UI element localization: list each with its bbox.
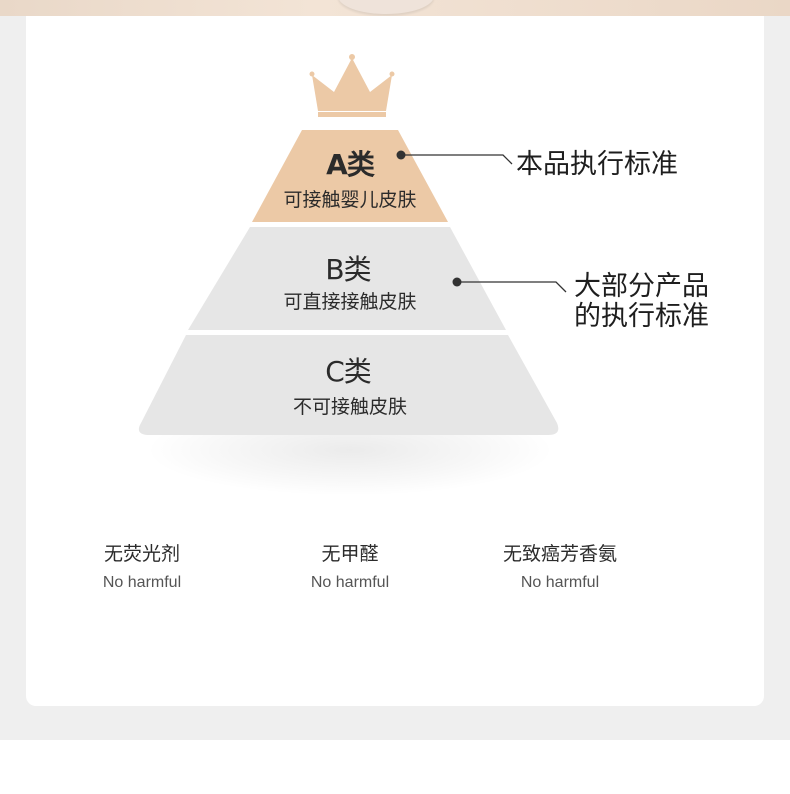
tier-c-title: C类 <box>325 355 372 388</box>
tier-b-title: B类 <box>325 253 371 286</box>
tier-c-subtitle: 不可接触皮肤 <box>292 396 407 418</box>
feature-1-name: 无荧光剂 <box>103 543 180 565</box>
top-decorative-shape <box>338 0 434 14</box>
callout-a-text: 本品执行标准 <box>516 150 678 180</box>
callout-line-a <box>396 150 513 165</box>
feature-3-name: 无致癌芳香氨 <box>502 543 617 565</box>
tier-a-subtitle: 可接触婴儿皮肤 <box>283 189 417 211</box>
tier-b-subtitle: 可直接接触皮肤 <box>283 291 417 313</box>
feature-3-en: No harmful <box>520 574 600 591</box>
tier-b-shape <box>188 227 506 330</box>
callout-b-text: 大部分产品 的执行标准 <box>574 272 709 332</box>
feature-2-en: No harmful <box>310 574 390 591</box>
callout-b-line-2: 的执行标准 <box>574 301 709 332</box>
tier-c-shape <box>138 335 559 435</box>
callout-b-line-1: 大部分产品 <box>574 271 709 302</box>
feature-2-name: 无甲醛 <box>321 543 379 565</box>
callout-a-line-1: 本品执行标准 <box>516 149 678 180</box>
tier-a-title: A类 <box>326 148 375 181</box>
crown-icon <box>309 54 395 117</box>
feature-1-en: No harmful <box>102 574 182 591</box>
callout-line-b <box>452 277 567 293</box>
